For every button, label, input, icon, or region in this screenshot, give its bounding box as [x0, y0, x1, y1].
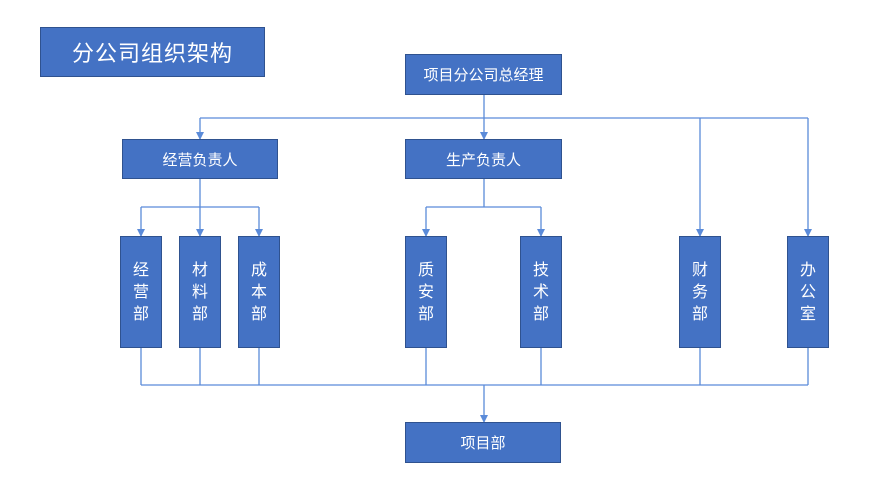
dept-business-node: 经营部 — [120, 236, 162, 348]
business-head-node: 经营负责人 — [122, 139, 278, 179]
dept-technology-node: 技术部 — [520, 236, 562, 348]
dept-cost-node: 成本部 — [238, 236, 280, 348]
general-manager-node: 项目分公司总经理 — [405, 54, 562, 95]
production-head-node: 生产负责人 — [405, 139, 562, 179]
project-dept-node: 项目部 — [405, 422, 561, 463]
dept-office-node: 办公室 — [787, 236, 829, 348]
dept-materials-node: 材料部 — [179, 236, 221, 348]
dept-finance-node: 财务部 — [679, 236, 721, 348]
dept-quality-safety-node: 质安部 — [405, 236, 447, 348]
chart-title: 分公司组织架构 — [40, 27, 265, 77]
